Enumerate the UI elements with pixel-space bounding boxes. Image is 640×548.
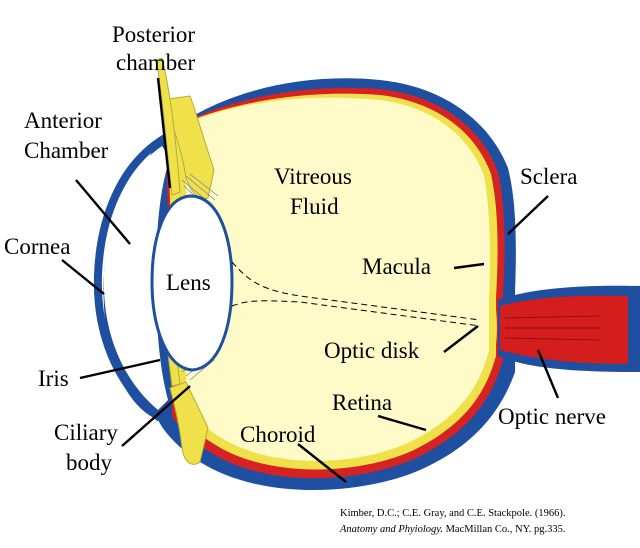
leader-anterior-chamber (75, 179, 131, 245)
leader-sclera (507, 195, 549, 235)
label-macula: Macula (362, 254, 431, 279)
optic-nerve-fibers (504, 315, 601, 341)
anterior-chamber-space (103, 146, 170, 410)
label-posterior-chamber-1: Posterior (112, 22, 195, 47)
leader-retina (377, 414, 427, 432)
iris-upper (155, 57, 181, 196)
lens-shape (150, 194, 234, 372)
leader-posterior-chamber (156, 77, 172, 189)
label-sclera: Sclera (520, 164, 577, 189)
leader-iris (79, 358, 161, 380)
label-anterior-chamber-2: Chamber (24, 138, 109, 163)
citation-line-2: Anatomy and Phyiology. MacMillan Co., NY… (339, 524, 566, 535)
leader-optic-disk (443, 325, 479, 353)
leader-macula (453, 262, 485, 270)
citation: Kimber, D.C.; C.E. Gray, and C.E. Stackp… (339, 508, 566, 535)
leader-ciliary-body (121, 385, 191, 447)
label-choroid: Choroid (240, 422, 316, 447)
label-cornea: Cornea (4, 234, 70, 259)
optic-nerve-core (500, 295, 628, 364)
label-posterior-chamber-2: chamber (116, 50, 196, 75)
leader-lines (61, 77, 560, 483)
iris-ciliary-lower (169, 381, 209, 465)
zonule-fibers-upper (181, 173, 219, 211)
label-lens: Lens (166, 270, 211, 295)
label-ciliary-body-2: body (66, 450, 113, 475)
optic-disk-rim (490, 295, 497, 357)
label-optic-disk: Optic disk (324, 338, 420, 363)
label-optic-nerve: Optic nerve (498, 404, 606, 429)
citation-title: Anatomy and Phyiology. (339, 524, 443, 535)
citation-line-1: Kimber, D.C.; C.E. Gray, and C.E. Stackp… (340, 508, 565, 519)
cornea-arc (93, 134, 168, 422)
leader-cornea (61, 259, 105, 295)
leader-optic-nerve (536, 349, 560, 399)
vitreous-body (186, 97, 490, 461)
leader-choroid (297, 443, 347, 483)
visual-axis-dashed (231, 261, 481, 327)
label-vitreous-fluid-2: Fluid (290, 194, 339, 219)
label-anterior-chamber-1: Anterior (24, 108, 102, 133)
citation-publisher: MacMillan Co., NY. pg.335. (443, 524, 566, 535)
eyeball (93, 57, 640, 491)
label-iris: Iris (38, 366, 69, 391)
label-retina: Retina (332, 390, 392, 415)
label-ciliary-body-1: Ciliary (54, 420, 118, 445)
labels: Posterior chamber Anterior Chamber Corne… (4, 22, 606, 475)
label-vitreous-fluid-1: Vitreous (274, 164, 352, 189)
